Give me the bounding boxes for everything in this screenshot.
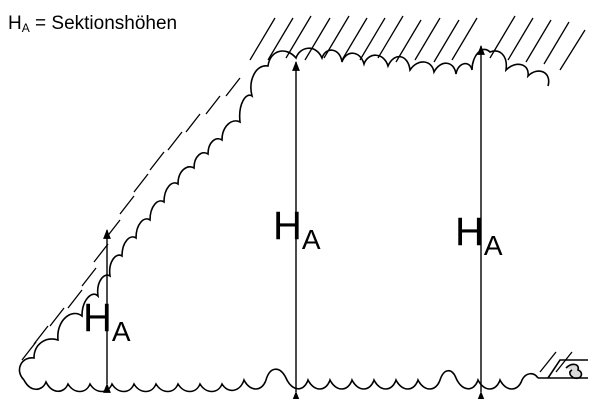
legend-text: = Sektionshöhen (35, 13, 178, 34)
legend-symbol: HA (8, 13, 30, 35)
height-arrows (103, 45, 485, 399)
height-label-middle: HA (273, 204, 321, 255)
rock-hatching (21, 15, 586, 373)
legend: HA = Sektionshöhen (8, 14, 177, 34)
drainage-symbol (538, 359, 588, 380)
height-label-right: HA (455, 210, 503, 261)
height-label-left: HA (83, 296, 131, 347)
